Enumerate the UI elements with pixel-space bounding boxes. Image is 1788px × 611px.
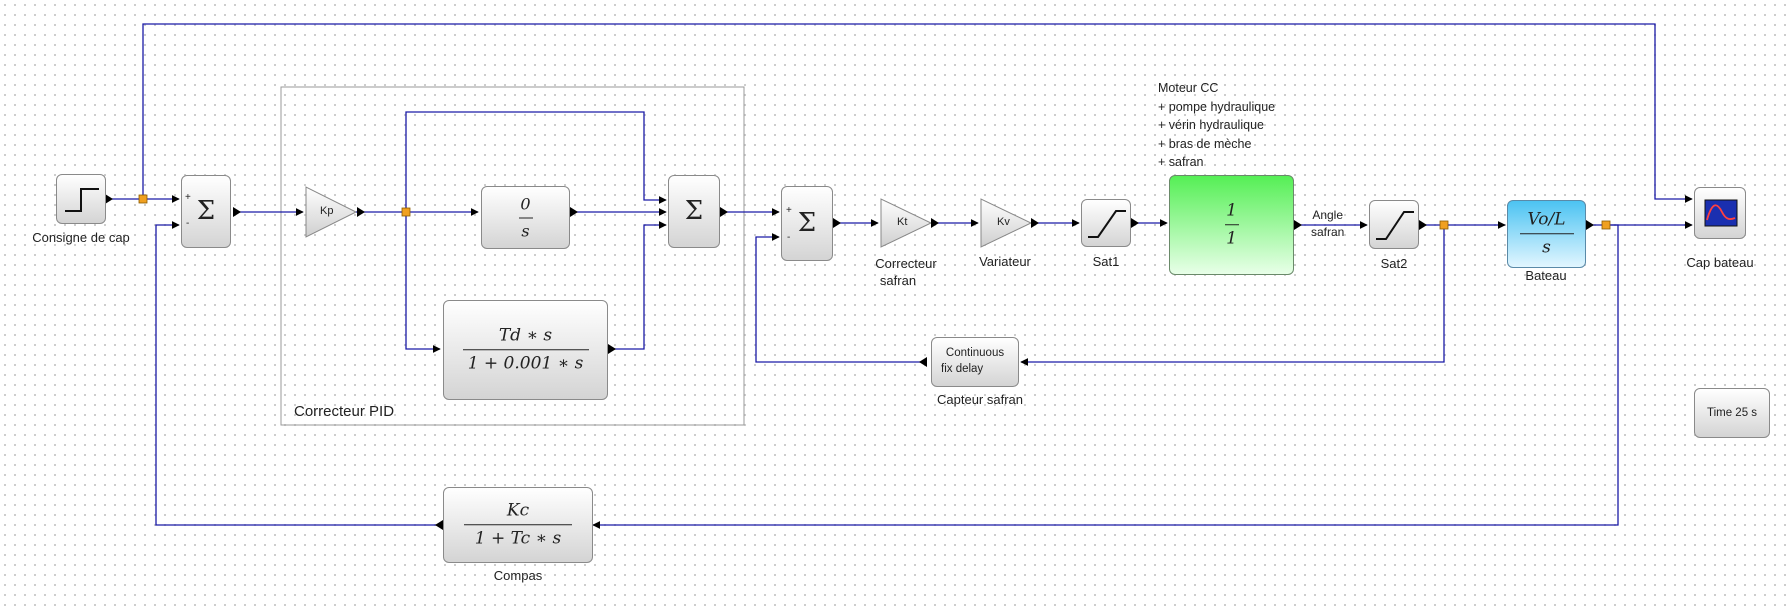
link-compas-sum1 [155,221,443,526]
angle-safran-label: Angle safran [1311,207,1344,241]
moteur-desc-5: + safran [1158,155,1204,169]
sum1-minus-sign: - [186,218,190,229]
kv-gain-block[interactable] [980,198,1033,248]
moteur-block[interactable]: 1 1 [1169,175,1294,275]
sat1-label: Sat1 [1092,254,1120,269]
output-ports [105,194,1594,530]
integrator-block[interactable]: 0 s [481,186,570,249]
kv-gain-text: Kv [997,216,1010,228]
link-deriv-sum [608,221,667,350]
link-split2-proportional [405,111,667,212]
step-block[interactable] [56,174,106,224]
delay-line1: Continuous [945,347,1005,359]
sum2-minus-sign: - [787,232,791,243]
saturation-icon [1376,211,1414,240]
sat2-block[interactable] [1369,200,1419,249]
clock-block[interactable]: Time 25 s [1694,388,1770,438]
kt-label-line2: safran [879,273,917,288]
pid-group-title: Correcteur PID [294,403,395,420]
clock-text: Time 25 s [1706,407,1758,419]
kp-gain-text: Kp [320,205,334,217]
derivative-den: 1 + 0.001 ∗ s [467,353,584,374]
kp-gain-block[interactable] [305,186,358,238]
derivative-block[interactable]: Td ∗ s 1 + 0.001 ∗ s [443,300,608,400]
moteur-description: Moteur CC + pompe hydraulique + vérin hy… [1158,79,1275,172]
bateau-den: s [1542,237,1551,258]
link-delay-sum2 [755,233,927,363]
angle-line1: Angle [1312,208,1344,222]
kv-label: Variateur [979,254,1031,269]
integrator-num: 0 [520,194,531,213]
moteur-desc-4: + bras de mèche [1158,136,1252,151]
compas-block[interactable]: Kc 1 + Tc ∗ s [443,487,593,563]
moteur-desc-1: Moteur CC [1158,81,1219,95]
scope-icon [1704,199,1738,227]
sat1-block[interactable] [1081,199,1131,247]
derivative-num: Td ∗ s [498,325,553,346]
bateau-label: Bateau [1525,268,1567,283]
delay-block[interactable]: Continuous fix delay [931,337,1019,387]
moteur-desc-3: + vérin hydraulique [1158,118,1264,132]
scope-block[interactable] [1694,187,1746,239]
compas-den: 1 + Tc ∗ s [474,528,562,549]
link-split-scope [142,23,1693,203]
moteur-desc-2: + pompe hydraulique [1158,99,1276,114]
sum2-symbol: Σ [797,207,817,238]
angle-line2: safran [1311,225,1345,239]
kt-gain-block[interactable] [880,198,933,248]
split-points [138,194,1611,230]
link-split4-compas [592,224,1619,529]
link-split2-deriv [405,212,441,353]
sat2-label: Sat2 [1380,256,1408,271]
compas-label: Compas [493,568,543,583]
delay-label: Capteur safran [937,392,1023,407]
sum1-symbol: Σ [196,195,216,226]
sum2-block[interactable]: + - Σ [781,186,833,261]
pid-group-frame[interactable] [280,86,745,426]
step-icon [65,188,99,212]
delay-line2: fix delay [941,362,984,375]
saturation-icon [1088,210,1126,238]
signal-links [112,23,1693,529]
bateau-block[interactable]: Vo/L s [1507,200,1586,268]
compas-num: Kc [506,500,530,521]
moteur-den: 1 [1226,228,1237,249]
sum1-plus-sign: + [185,192,191,203]
link-split3-delay [1020,225,1445,366]
kt-gain-text: Kt [897,216,908,228]
bateau-num: Vo/L [1527,209,1566,230]
scope-label: Cap bateau [1686,255,1754,270]
consigne-label: Consigne de cap [32,230,130,245]
sum1-block[interactable]: + - Σ [181,175,231,248]
moteur-num: 1 [1226,200,1237,221]
kt-label-line1: Correcteur [875,256,937,271]
pid-sum-symbol: Σ [684,195,704,226]
sum2-plus-sign: + [786,205,792,216]
pid-sum-block[interactable]: Σ [668,175,720,248]
integrator-den: s [521,221,530,240]
